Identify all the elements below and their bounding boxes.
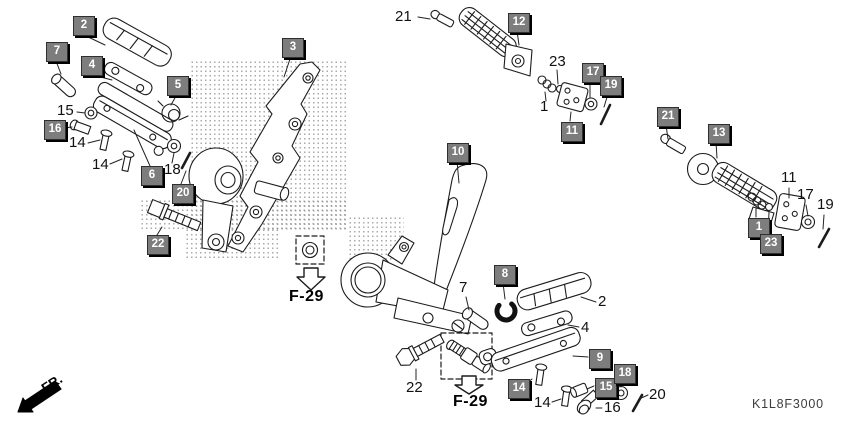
part-pin-19-right [817,227,831,249]
part-screw-right-1 [535,363,548,386]
front-direction-arrow [17,380,62,413]
callout-20[interactable]: 20 [649,386,666,403]
callout-21[interactable]: 21 [395,8,412,25]
callout-19[interactable]: 19 [600,76,622,96]
callout-19[interactable]: 19 [817,196,834,213]
part-flange-bolt-right [576,389,600,415]
part-spring-1-top [537,75,557,93]
part-joint-plate-right [774,193,806,231]
callout-23[interactable]: 23 [760,234,782,254]
callout-7[interactable]: 7 [459,279,468,296]
part-nut-left [84,106,98,120]
reference-link-f29[interactable]: F-29 [453,393,488,410]
part-step-holder-right [478,326,581,372]
part-step-plate-right [520,310,573,337]
leader-lines [55,16,825,409]
part-joint-plate-top [556,82,589,113]
callout-4[interactable]: 4 [581,319,590,336]
callout-9[interactable]: 9 [589,349,611,369]
callout-8[interactable]: 8 [494,265,516,285]
part-heel-guard-bracket [340,163,488,335]
part-bolt-21-right [660,133,687,155]
callout-15[interactable]: 15 [57,102,74,119]
part-circlip [494,299,518,323]
callout-15[interactable]: 15 [595,378,617,398]
callout-2[interactable]: 2 [73,16,95,36]
callout-14[interactable]: 14 [92,156,109,173]
part-collar-right [569,382,589,398]
part-step-holder-left [92,81,174,156]
reference-box-nut [295,235,325,265]
callout-2[interactable]: 2 [598,293,607,310]
callout-11[interactable]: 11 [561,122,583,142]
part-washer-17-right [800,214,816,230]
callout-14[interactable]: 14 [69,134,86,151]
callout-14[interactable]: 14 [534,394,551,411]
callout-18[interactable]: 18 [164,161,181,178]
callout-17[interactable]: 17 [797,186,814,203]
callout-17[interactable]: 17 [582,63,604,83]
callout-22[interactable]: 22 [147,235,169,255]
part-ball-23-right [764,202,774,212]
reference-box-stud [440,332,493,380]
callout-5[interactable]: 5 [167,76,189,96]
reference-link-f29[interactable]: F-29 [289,288,324,305]
callout-22[interactable]: 22 [406,379,423,396]
callout-4[interactable]: 4 [81,56,103,76]
part-washer-left [166,138,182,154]
part-screw-left-1 [99,129,113,151]
part-bolt-22-right [395,333,445,366]
callout-13[interactable]: 13 [708,124,730,144]
callout-10[interactable]: 10 [447,143,469,163]
f29-arrow-2 [454,375,484,395]
part-washer-17-top [584,97,598,111]
part-pivot-cylinder-left [188,147,290,253]
part-footrest-cover-left [102,17,172,67]
callout-16[interactable]: 16 [44,120,66,140]
callout-1[interactable]: 1 [748,218,770,238]
callout-6[interactable]: 6 [141,166,163,186]
part-main-bracket-left [227,61,321,253]
part-bolt-21-top [430,9,455,28]
part-footrest-cover-right [516,271,592,311]
callout-21[interactable]: 21 [657,107,679,127]
f29-arrow-1 [296,267,326,291]
part-footpeg-13 [686,152,778,227]
callout-16[interactable]: 16 [604,399,621,416]
callout-23[interactable]: 23 [549,53,566,70]
callout-20[interactable]: 20 [172,184,194,204]
callout-7[interactable]: 7 [46,42,68,62]
part-footpeg-12 [458,7,533,77]
part-screw-left-2 [121,150,135,172]
part-dowel-pin-left [180,151,192,170]
part-dowel-pin-right [631,393,644,413]
callout-12[interactable]: 12 [508,13,530,33]
callout-14[interactable]: 14 [508,379,530,399]
callout-18[interactable]: 18 [614,364,636,384]
diagram-code: K1L8F3000 [752,397,824,411]
part-bolt-22-left [146,199,202,232]
part-pin-19-top [599,103,612,126]
part-pin-right [461,307,489,330]
part-step-plate-left [103,61,153,96]
part-pin-left [51,73,76,98]
callout-3[interactable]: 3 [282,38,304,58]
callout-11[interactable]: 11 [781,169,797,186]
callout-1[interactable]: 1 [540,98,549,115]
